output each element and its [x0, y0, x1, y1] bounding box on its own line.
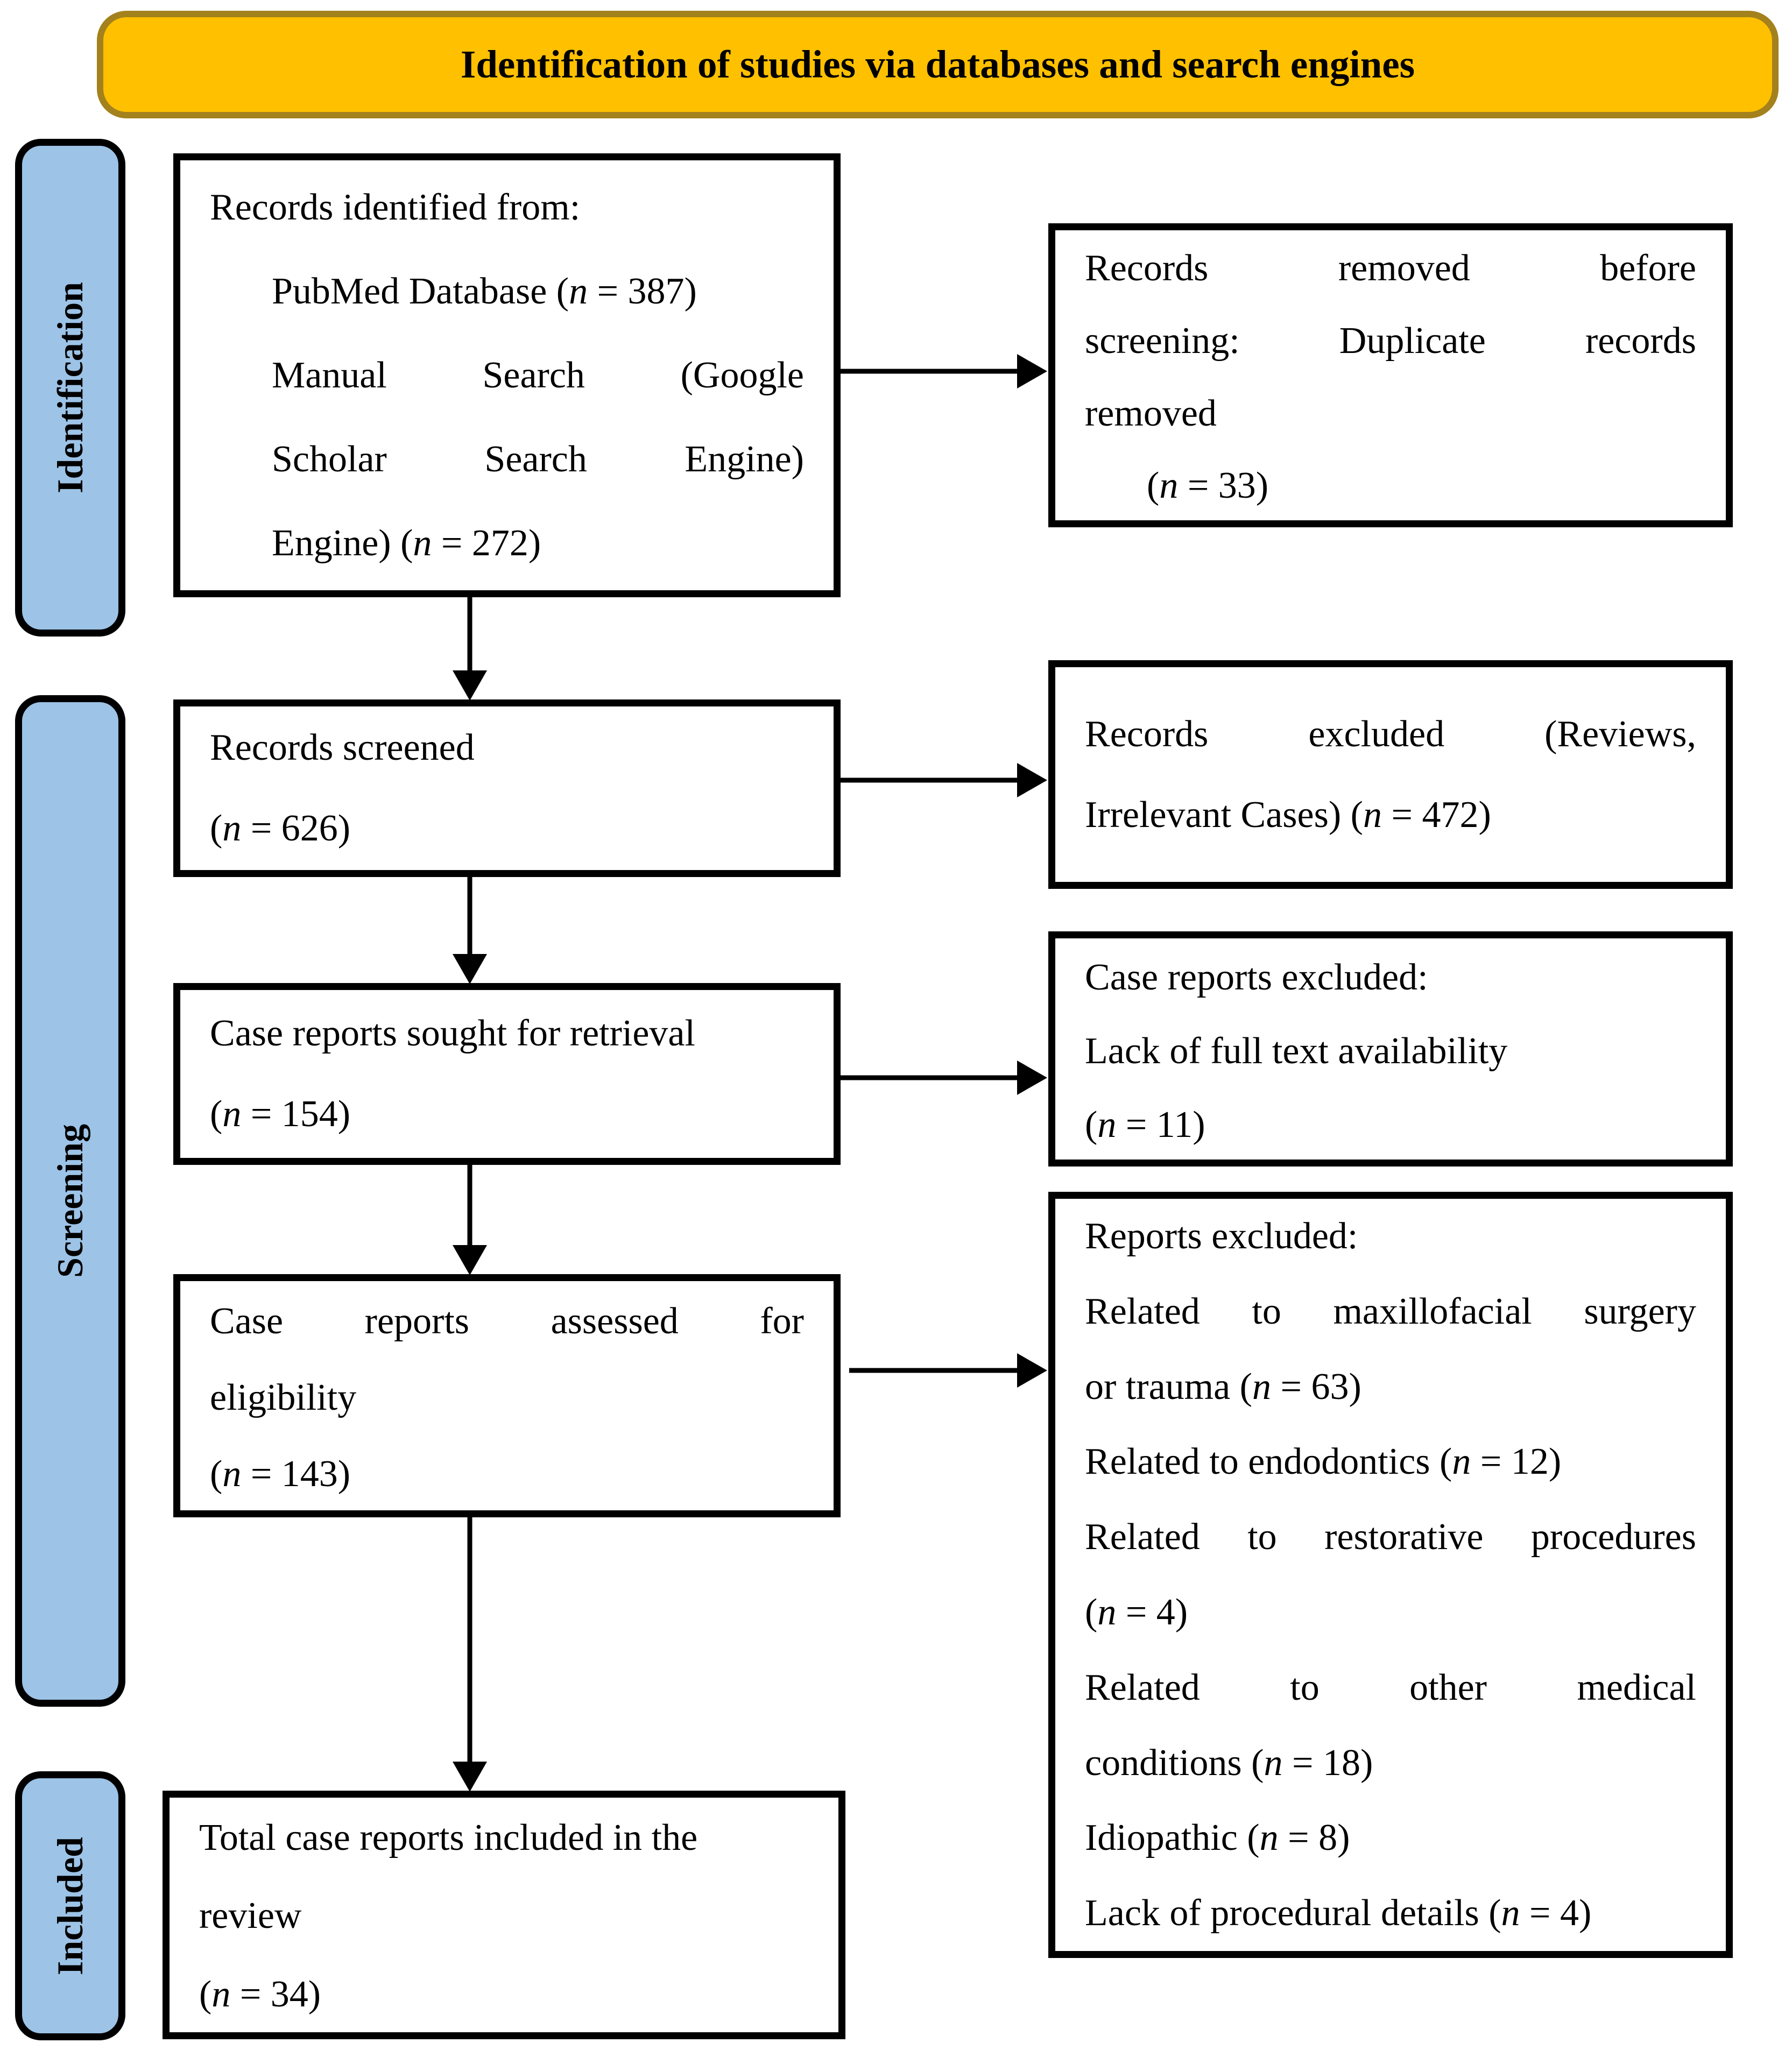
text-line: (n = 11)	[1085, 1104, 1205, 1146]
text-line: (n = 154)	[210, 1093, 351, 1135]
page-title: Identification of studies via databases …	[460, 43, 1415, 86]
text-line: (n = 33)	[1147, 465, 1269, 507]
text-line: Records identified from:	[210, 186, 581, 228]
text-line: Case reports excluded:	[1085, 957, 1428, 998]
stage-included: Included	[15, 1771, 125, 2040]
text-line: Reports excluded:	[1085, 1215, 1358, 1257]
text-line: Lack of procedural details (n = 4)	[1085, 1892, 1592, 1934]
box-case-reports-sought: Case reports sought for retrieval (n = 15…	[173, 983, 841, 1165]
stage-identification-label: Identification	[50, 282, 90, 493]
text-line: removed	[1085, 392, 1217, 434]
text-line: (n = 34)	[199, 1973, 321, 2015]
text-line: (n = 4)	[1085, 1592, 1188, 1633]
text-line: Irrelevant Cases) (n = 472)	[1085, 794, 1491, 836]
arrow-sought-to-casereports-excluded	[841, 1061, 1047, 1095]
arrow-identified-to-screened	[453, 597, 487, 701]
stage-identification: Identification	[15, 139, 125, 637]
box-case-reports-excluded: Case reports excluded: Lack of full text …	[1048, 931, 1733, 1167]
text-line: or trauma (n = 63)	[1085, 1366, 1361, 1408]
text-line: conditions (n = 18)	[1085, 1742, 1373, 1784]
text-line: (n = 143)	[210, 1453, 351, 1495]
text-line: Records screened	[210, 727, 475, 768]
arrow-screened-to-sought	[453, 877, 487, 984]
stage-screening-label: Screening	[50, 1124, 90, 1278]
stage-screening: Screening	[15, 695, 125, 1707]
arrow-assessed-to-reports-excluded	[849, 1353, 1047, 1388]
text-line: eligibility	[210, 1377, 357, 1418]
text-line: PubMed Database (n = 387)	[272, 270, 697, 312]
box-total-included: Total case reports included in the review…	[163, 1791, 845, 2039]
arrow-sought-to-assessed	[453, 1165, 487, 1275]
box-records-screened: Records screened (n = 626)	[173, 699, 841, 877]
text-line: (n = 626)	[210, 808, 351, 849]
text-line: Lack of full text availability	[1085, 1030, 1508, 1072]
text-line: review	[199, 1895, 302, 1937]
stage-included-label: Included	[50, 1836, 90, 1975]
text-line: Engine) (n = 272)	[272, 522, 541, 564]
text-line: Total case reports included in the	[199, 1817, 698, 1858]
text-line: Idiopathic (n = 8)	[1085, 1817, 1350, 1859]
arrow-identified-to-removed	[841, 354, 1047, 388]
arrow-screened-to-excluded	[841, 763, 1047, 797]
text-line: Related to endodontics (n = 12)	[1085, 1441, 1562, 1483]
text-line: Case reports sought for retrieval	[210, 1013, 695, 1054]
title-banner: Identification of studies via databases …	[97, 11, 1779, 118]
arrow-assessed-to-included	[453, 1517, 487, 1792]
box-records-identified: Records identified from: PubMed Database …	[173, 153, 841, 597]
